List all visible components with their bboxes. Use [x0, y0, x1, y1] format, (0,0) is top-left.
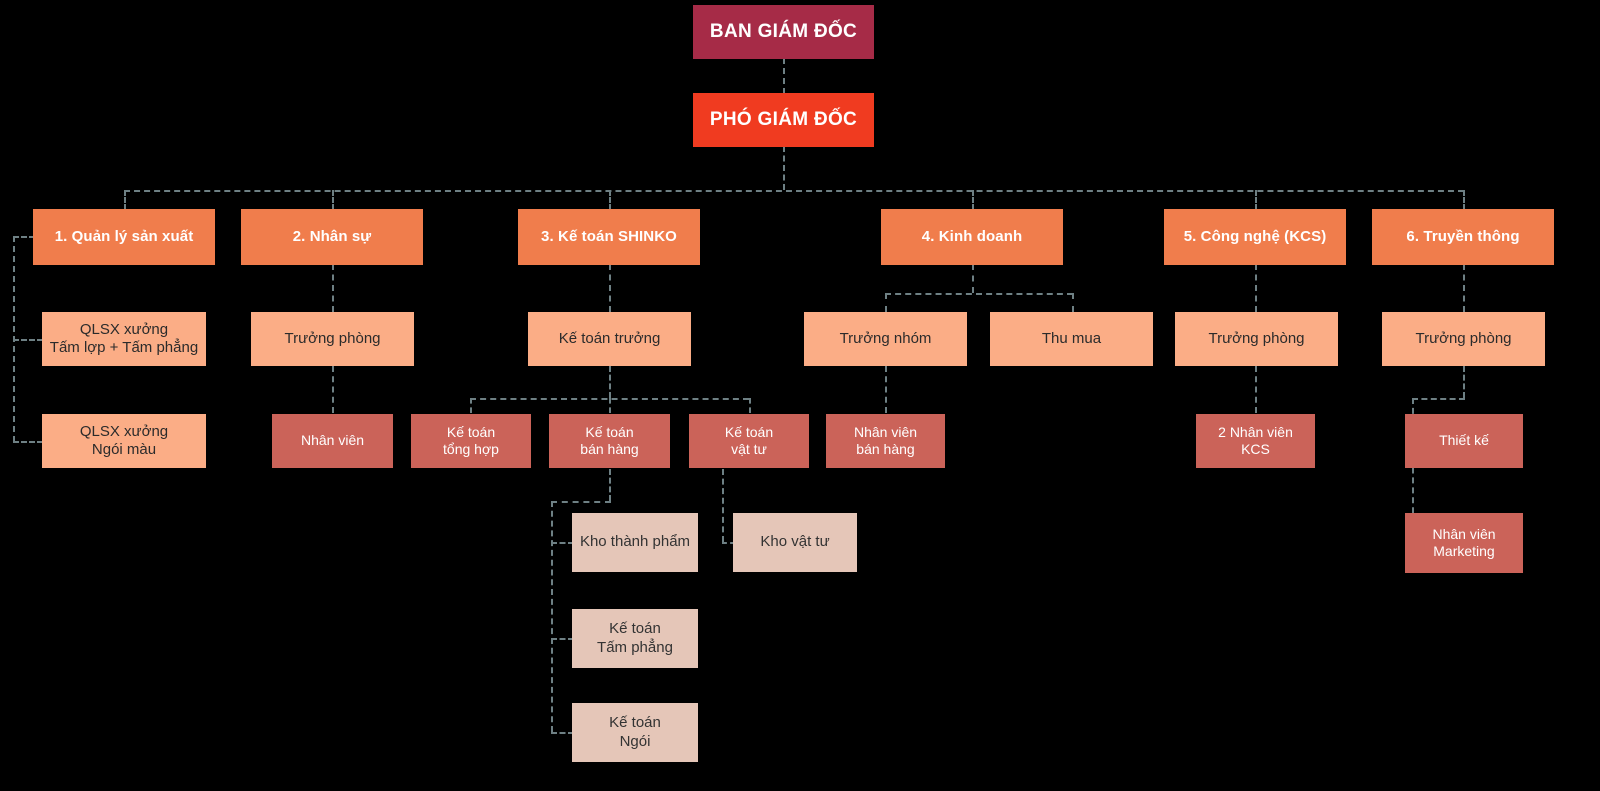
connector-acc-material-down [722, 469, 724, 542]
connector-dept6-to-head [1463, 264, 1465, 312]
connector-bus-to-dept4 [972, 190, 974, 210]
connector-kcs-head-to-staff [1255, 366, 1257, 413]
node-ke-toan-truong[interactable]: Kế toán trưởng [528, 312, 691, 366]
node-ke-toan-vat-tu[interactable]: Kế toán vật tư [689, 414, 809, 468]
connector-acc-sales-spine [551, 501, 553, 732]
node-ke-toan-tam-phang[interactable]: Kế toán Tấm phẳng [572, 609, 698, 668]
connector-bus-to-acc-sales [609, 398, 611, 413]
node-ke-toan-ban-hang[interactable]: Kế toán bán hàng [549, 414, 670, 468]
connector-comm-head-down [1463, 366, 1465, 398]
node-dept-truyen-thong[interactable]: 6. Truyền thông [1372, 209, 1554, 265]
connector-bus-to-dept6 [1463, 190, 1465, 210]
connector-bus-to-dept1 [124, 190, 126, 210]
connector-vice-down [783, 146, 785, 190]
connector-dept1-to-qlsx-tamlop [13, 339, 43, 341]
connector-spine-to-warehouse-fg [551, 542, 574, 544]
connector-accounting-bus [470, 398, 749, 400]
node-truong-phong-truyen-thong[interactable]: Trưởng phòng [1382, 312, 1545, 366]
node-ban-giam-doc[interactable]: BAN GIÁM ĐỐC [693, 5, 874, 59]
connector-head2-to-staff [332, 366, 334, 413]
connector-acc-sales-to-spine [551, 501, 611, 503]
connector-bus-to-dept3 [609, 190, 611, 210]
node-kho-vat-tu[interactable]: Kho vật tư [733, 513, 857, 572]
connector-dept3-to-chief [609, 264, 611, 312]
connector-bus-to-purchasing [1072, 293, 1074, 312]
node-pho-giam-doc[interactable]: PHÓ GIÁM ĐỐC [693, 93, 874, 147]
node-nhan-vien-marketing[interactable]: Nhân viên Marketing [1405, 513, 1523, 573]
connector-bus-to-dept2 [332, 190, 334, 210]
node-dept-cong-nghe-kcs[interactable]: 5. Công nghệ (KCS) [1164, 209, 1346, 265]
connector-bus-to-sales-lead [885, 293, 887, 312]
connector-dept5-to-head [1255, 264, 1257, 312]
node-truong-phong-nhan-su[interactable]: Trưởng phòng [251, 312, 414, 366]
node-dept-quan-ly-san-xuat[interactable]: 1. Quản lý sản xuất [33, 209, 215, 265]
node-nhan-vien-nhan-su[interactable]: Nhân viên [272, 414, 393, 468]
node-thiet-ke[interactable]: Thiết kế [1405, 414, 1523, 468]
connector-spine-to-acc-tile [551, 732, 574, 734]
connector-dept4-down [972, 264, 974, 293]
connector-ceo-to-vice [783, 58, 785, 94]
connector-dept2-to-head [332, 264, 334, 312]
node-dept-ke-toan-shinko[interactable]: 3. Kế toán SHINKO [518, 209, 700, 265]
node-kho-thanh-pham[interactable]: Kho thành phẩm [572, 513, 698, 572]
node-qlsx-xuong-ngoi-mau[interactable]: QLSX xưởng Ngói màu [42, 414, 206, 468]
node-truong-nhom-kinh-doanh[interactable]: Trưởng nhóm [804, 312, 967, 366]
node-dept-nhan-su[interactable]: 2. Nhân sự [241, 209, 423, 265]
connector-bus-to-acc-material [749, 398, 751, 413]
node-dept-kinh-doanh[interactable]: 4. Kinh doanh [881, 209, 1063, 265]
node-qlsx-xuong-tam-lop-tam-phang[interactable]: QLSX xưởng Tấm lợp + Tấm phẳng [42, 312, 206, 366]
connector-dept1-to-qlsx-ngoi [13, 441, 43, 443]
node-truong-phong-kcs[interactable]: Trưởng phòng [1175, 312, 1338, 366]
node-ke-toan-ngoi[interactable]: Kế toán Ngói [572, 703, 698, 762]
node-ke-toan-tong-hop[interactable]: Kế toán tổng hợp [411, 414, 531, 468]
connector-comm-to-spine [1412, 398, 1465, 400]
connector-sales-lead-to-staff [885, 366, 887, 413]
connector-bus-to-dept5 [1255, 190, 1257, 210]
connector-dept4-bus [885, 293, 1073, 295]
connector-spine-to-acc-flat [551, 638, 574, 640]
connector-dept1-spine [13, 236, 15, 442]
node-nhan-vien-ban-hang[interactable]: Nhân viên bán hàng [826, 414, 945, 468]
connector-acc-sales-down [609, 469, 611, 501]
connector-bus-to-acc-general [470, 398, 472, 413]
node-2-nhan-vien-kcs[interactable]: 2 Nhân viên KCS [1196, 414, 1315, 468]
connector-department-bus [124, 190, 1464, 192]
connector-chief-down [609, 366, 611, 398]
node-thu-mua[interactable]: Thu mua [990, 312, 1153, 366]
